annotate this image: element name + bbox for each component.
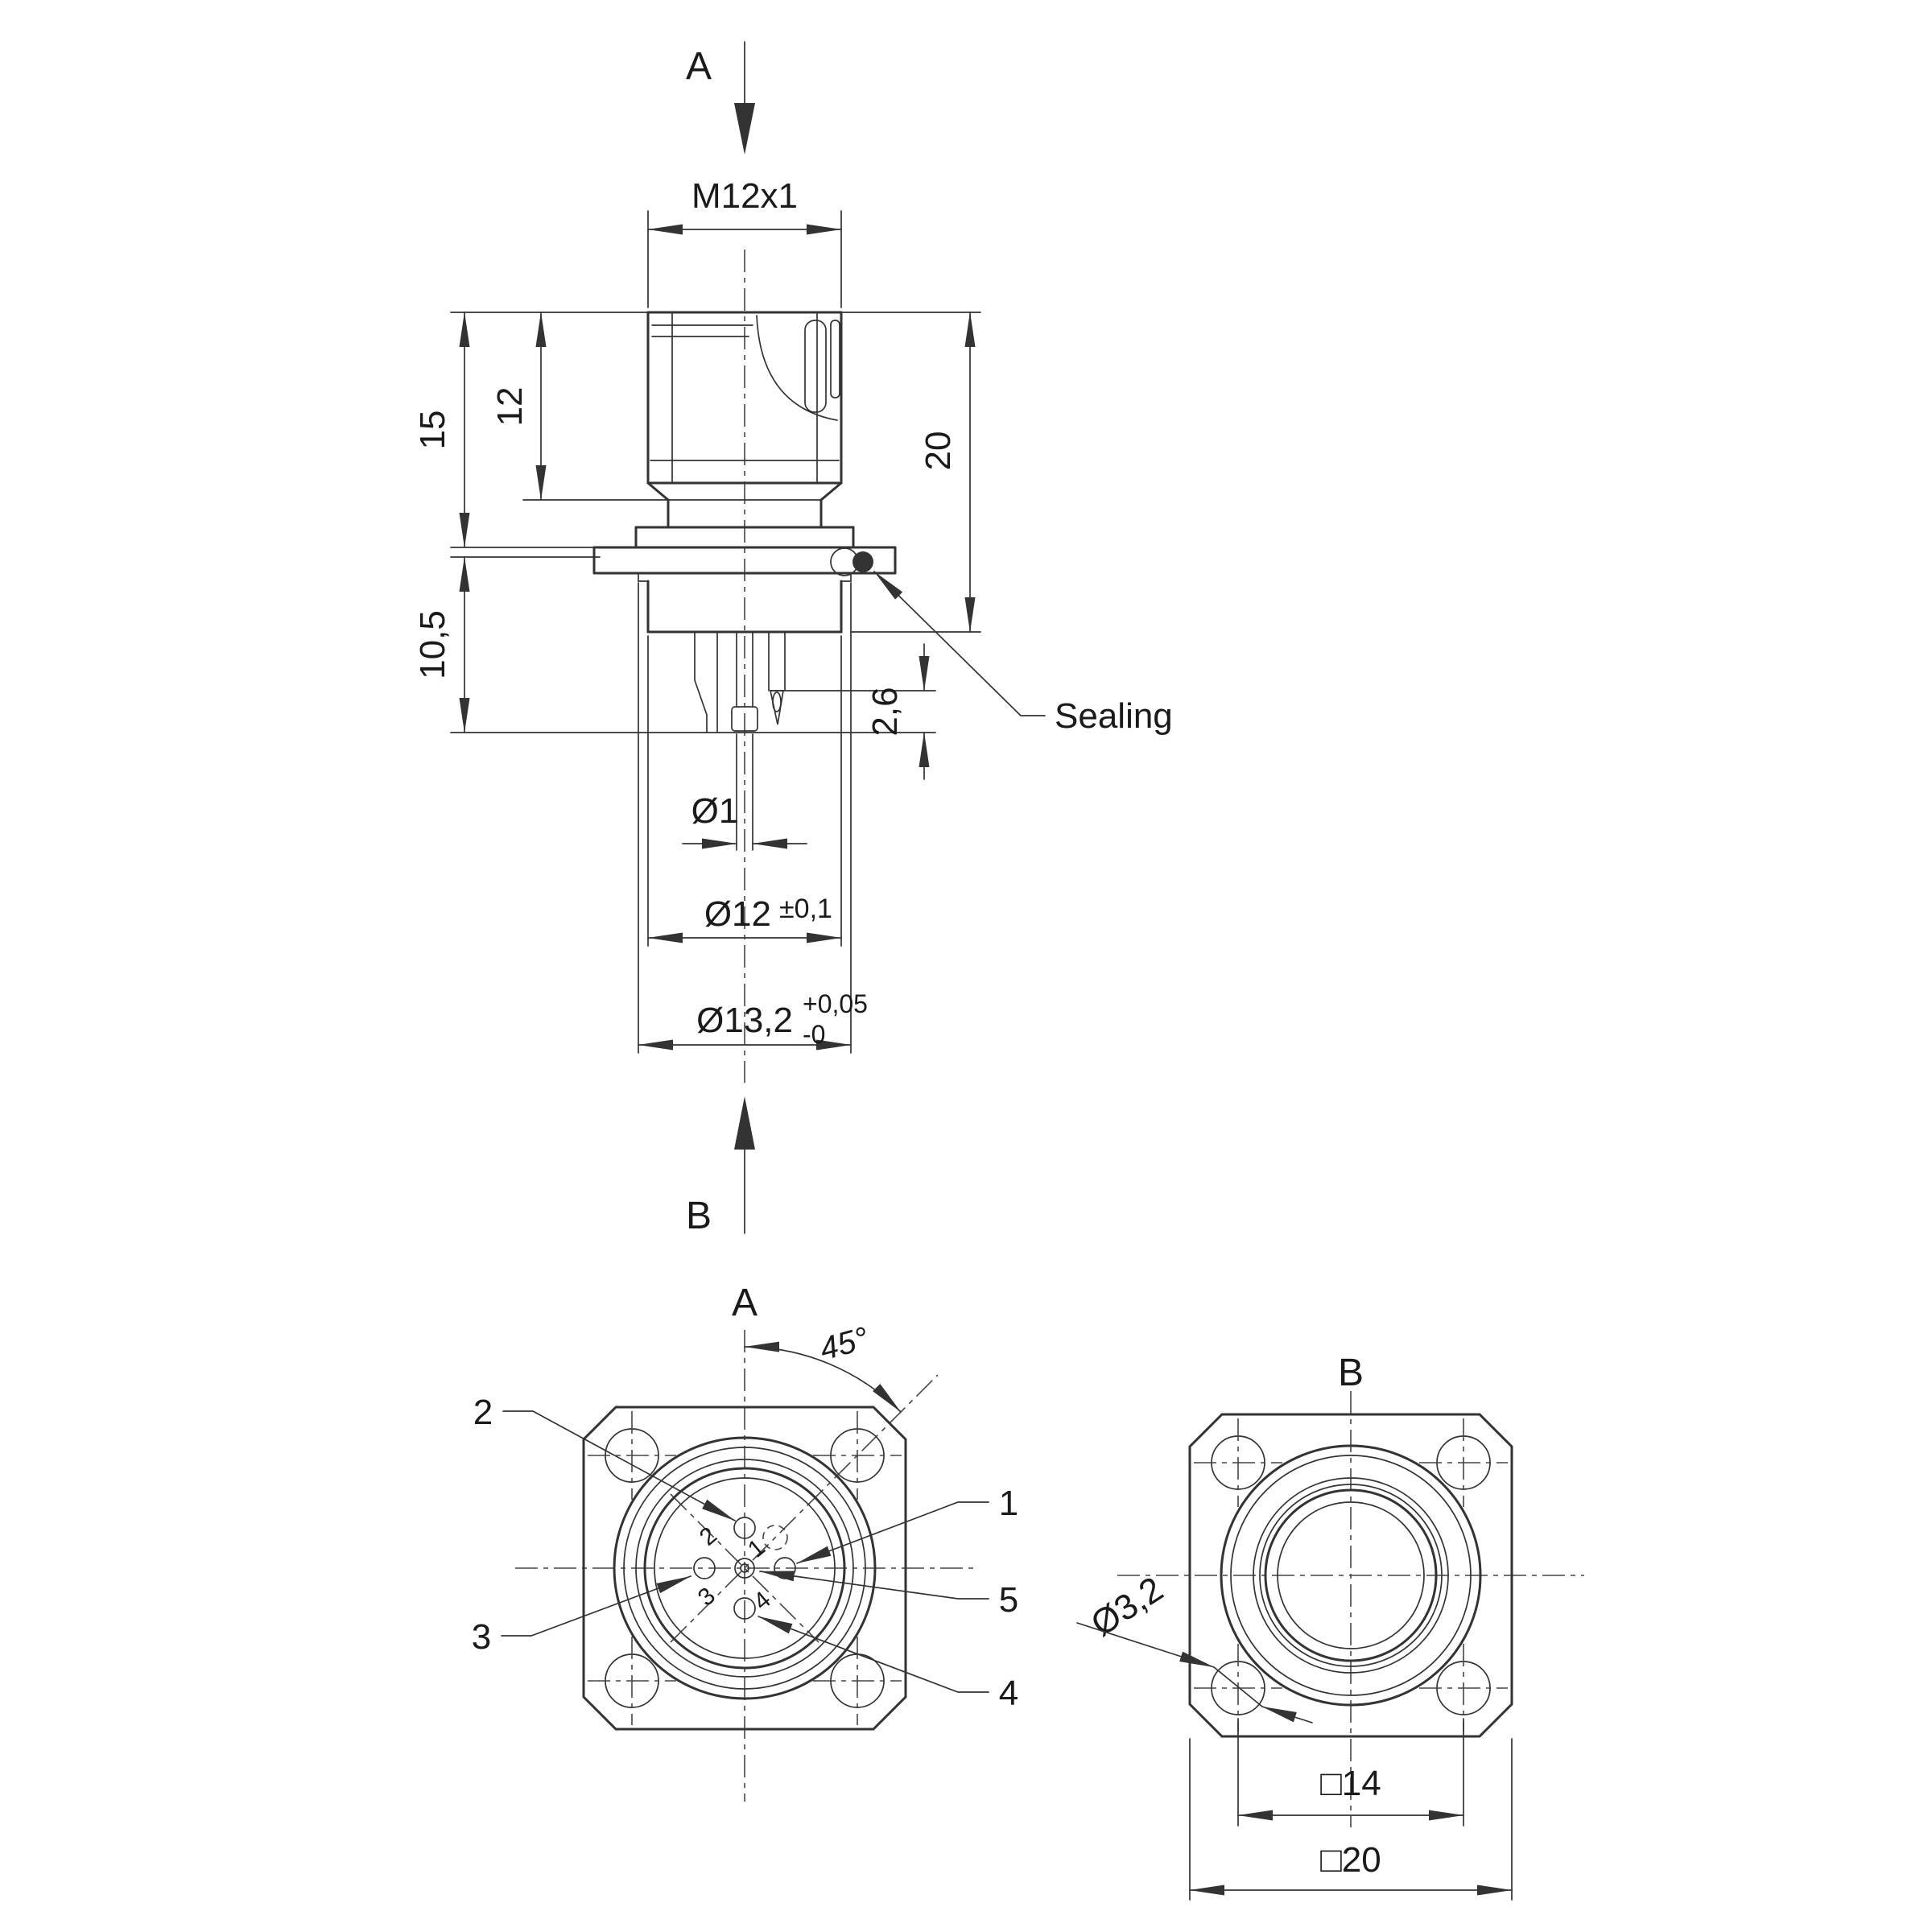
dim-mount-dia-text: Ø13,2 (696, 1001, 793, 1040)
face-ring (623, 1447, 866, 1690)
seal-dot (852, 551, 873, 572)
dim-2-6-text: 2,6 (865, 687, 905, 736)
dim-mounting-hole-diameter: Ø13,2 +0,05 -0 (638, 582, 868, 1054)
pin-5-center (740, 1563, 749, 1573)
sealing-leader-line (873, 571, 1046, 716)
nut-slot (830, 320, 840, 398)
dim-2-6: 2,6 (770, 643, 936, 780)
face-number-3: 3 (693, 1583, 720, 1612)
dim-15-text: 15 (413, 411, 452, 450)
nut-cutaway-arc (756, 315, 838, 421)
section-label-b: B (686, 1195, 712, 1237)
pin-3-hole (693, 1557, 716, 1579)
thread-dim-text: M12x1 (691, 176, 798, 216)
dim-15: 15 (413, 312, 649, 548)
view-a: A 45° (472, 1282, 1018, 1802)
sealing-callout: Sealing (830, 547, 1173, 736)
bore-circle (1264, 1488, 1438, 1662)
hole-dia-text: Ø3,2 (1084, 1569, 1170, 1644)
pin-2-hole (733, 1517, 756, 1539)
section-arrow-a-top: A (686, 41, 755, 155)
dim-square-20: □20 (1189, 1738, 1513, 1901)
view-a-pin-callouts: 2 3 1 5 4 (472, 1393, 1018, 1713)
leader-through-hole (1213, 1666, 1263, 1707)
view-b-label: B (1338, 1352, 1364, 1394)
dim-45-degrees: 45° (744, 1320, 902, 1413)
angle-dim-text: 45° (816, 1320, 873, 1367)
boss-ring (1259, 1484, 1443, 1667)
insert-circle (643, 1467, 846, 1670)
dim-10-5: 10,5 (413, 556, 601, 733)
dim-10-5-text: 10,5 (413, 610, 452, 679)
square-14-text: □14 (1320, 1764, 1381, 1803)
view-a-diagonal-centerline-se (670, 1493, 819, 1643)
boss-outer-circle (1220, 1444, 1482, 1707)
face-number-2: 2 (695, 1522, 722, 1551)
keyway-circle (762, 1525, 788, 1550)
view-a-diagonal-centerline-ne (670, 1374, 939, 1643)
insert-ring (654, 1477, 836, 1659)
leader-pin-5 (759, 1571, 989, 1600)
boss-ring (1253, 1477, 1449, 1674)
dim-12: 12 (490, 312, 822, 501)
square-20-text: □20 (1320, 1840, 1381, 1880)
dim-body-dia-text: Ø12 (704, 894, 771, 934)
dim-body-diameter: Ø12 ±0,1 (647, 635, 842, 947)
nut-slot (804, 320, 827, 413)
pin-5-hole (734, 1558, 755, 1579)
callout-pin-2: 2 (473, 1393, 493, 1432)
pin-4-hole (733, 1597, 756, 1620)
callout-pin-1: 1 (999, 1484, 1018, 1523)
dim-body-dia-tol-text: ±0,1 (779, 894, 832, 924)
dim-pin-dia-text: Ø1 (691, 791, 739, 831)
right-pin-chisel (769, 690, 785, 725)
leader-pin-3 (501, 1575, 691, 1637)
dim-12-text: 12 (490, 387, 530, 427)
dim-square-14: □14 (1237, 1718, 1464, 1827)
bore-inner-ring (1277, 1501, 1425, 1649)
view-a-label: A (732, 1282, 758, 1324)
callout-pin-3: 3 (472, 1617, 491, 1657)
right-pin-slot (772, 691, 782, 712)
leader-pin-2 (502, 1410, 736, 1521)
connector-body-outline (592, 311, 897, 634)
section-arrow-b-bottom: B (686, 1096, 755, 1237)
dim-20-text: 20 (919, 431, 958, 471)
view-b-boss-circles (1220, 1444, 1482, 1707)
leader-pin-1 (796, 1501, 989, 1564)
view-a-flange-outline (582, 1406, 907, 1731)
section-label-a: A (686, 45, 712, 88)
face-ring (635, 1459, 854, 1678)
view-a-mounting-holes (588, 1411, 902, 1725)
neck-chamfer (819, 481, 843, 502)
section-arrow-a-head (734, 103, 755, 155)
neck-chamfer (646, 481, 670, 502)
boss-ring (1230, 1455, 1472, 1696)
callout-pin-5: 5 (999, 1580, 1018, 1620)
solder-pins (450, 631, 936, 733)
sealing-label: Sealing (1055, 696, 1173, 736)
face-outer-circle (613, 1436, 877, 1700)
leader-arrow-lower (1261, 1706, 1313, 1724)
side-view: A M12x1 (413, 41, 1173, 1237)
view-b: B (1076, 1352, 1584, 1901)
section-arrow-b-head (734, 1096, 755, 1150)
dim-mounting-hole-dia: Ø3,2 (1076, 1569, 1313, 1724)
view-b-flange-outline (1188, 1413, 1513, 1738)
center-pin-cup (731, 706, 758, 732)
angle-arc (744, 1341, 902, 1413)
callout-pin-4: 4 (999, 1674, 1018, 1713)
dim-20: 20 (840, 312, 981, 633)
dim-mount-tol-minus-text: -0 (803, 1020, 825, 1049)
leader-arrow-upper (1076, 1622, 1215, 1668)
face-number-4: 4 (749, 1587, 776, 1616)
leader-pin-4 (758, 1616, 989, 1693)
dim-thread-m12: M12x1 (647, 176, 842, 308)
view-b-mounting-holes (1194, 1418, 1508, 1732)
left-pin-edge (694, 631, 708, 733)
dim-pin-diameter: Ø1 (682, 733, 807, 851)
dim-mount-tol-plus-text: +0,05 (803, 989, 868, 1018)
view-a-face-circles (613, 1436, 877, 1700)
